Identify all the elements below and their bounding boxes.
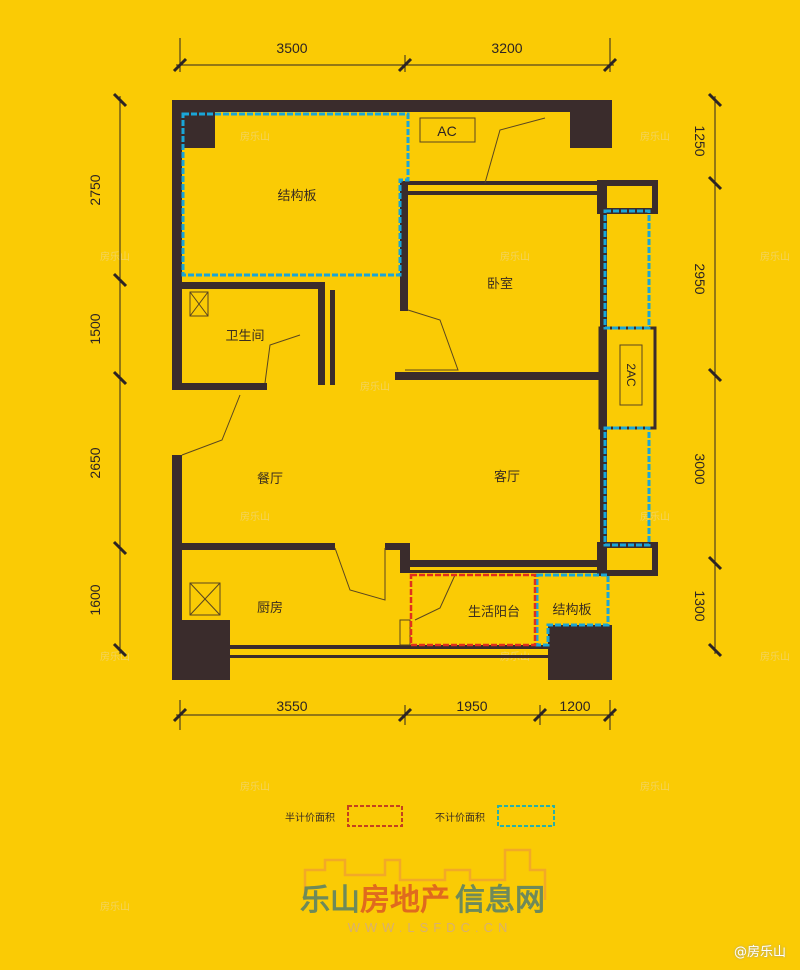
excluded-area-window-2: [603, 426, 651, 547]
walls: [172, 100, 658, 680]
watermarks: 房乐山 房乐山 房乐山 房乐山 房乐山 房乐山 房乐山 房乐山 房乐山 房乐山 …: [100, 130, 790, 913]
logo-name-2: 房地产: [360, 883, 450, 918]
ac-unit-right: [619, 344, 643, 406]
room-bedroom: 卧室: [487, 276, 513, 292]
legend-half-area-swatch: [347, 805, 403, 827]
dim-bottom-3: 1200: [559, 698, 590, 714]
dim-right-2: 2950: [692, 263, 708, 294]
logo: 乐山 房地产 信息网 WWW.LSFDC.CN: [300, 848, 547, 935]
half-area-balcony: [409, 573, 537, 647]
door-swings: [181, 117, 546, 646]
dimension-lines: [112, 38, 723, 730]
dim-left-4: 1600: [87, 584, 103, 615]
svg-text:房乐山: 房乐山: [240, 780, 270, 793]
dim-right-4: 1300: [692, 590, 708, 621]
ac-label-right: 2AC: [624, 363, 638, 387]
dim-left-1: 2750: [87, 174, 103, 205]
svg-text:房乐山: 房乐山: [360, 380, 390, 393]
svg-text:房乐山: 房乐山: [760, 250, 790, 263]
shaft-icons: [189, 291, 221, 616]
svg-text:房乐山: 房乐山: [240, 510, 270, 523]
room-balcony: 生活阳台: [468, 605, 520, 620]
dim-top-2: 3200: [491, 40, 522, 56]
svg-text:房乐山: 房乐山: [240, 130, 270, 143]
legend-half-area-label: 半计价面积: [285, 811, 335, 824]
legend: 半计价面积 不计价面积: [285, 805, 555, 827]
room-structural-board-top: 结构板: [277, 189, 316, 204]
dim-left-2: 1500: [87, 313, 103, 344]
ac-label-top: AC: [437, 123, 456, 139]
excluded-area-top: [181, 112, 410, 277]
legend-excluded-area-swatch: [497, 805, 555, 827]
excluded-area-window-1: [603, 209, 651, 330]
logo-name-3: 信息网: [455, 883, 545, 918]
dim-bottom-2: 1950: [456, 698, 487, 714]
svg-text:房乐山: 房乐山: [100, 250, 130, 263]
excluded-area-bottom: [535, 573, 610, 647]
credit-watermark: @房乐山: [733, 945, 786, 960]
dim-right-3: 3000: [692, 453, 708, 484]
room-bathroom: 卫生间: [225, 329, 264, 344]
dim-top-1: 3500: [276, 40, 307, 56]
svg-text:房乐山: 房乐山: [500, 250, 530, 263]
dim-left-3: 2650: [87, 447, 103, 478]
svg-text:房乐山: 房乐山: [760, 650, 790, 663]
ac-unit-top: [419, 117, 476, 143]
svg-text:房乐山: 房乐山: [640, 130, 670, 143]
room-kitchen: 厨房: [257, 600, 283, 616]
logo-name-1: 乐山: [300, 883, 360, 918]
svg-text:房乐山: 房乐山: [640, 780, 670, 793]
svg-text:房乐山: 房乐山: [640, 510, 670, 523]
dim-bottom-1: 3550: [276, 698, 307, 714]
room-dining: 餐厅: [257, 471, 283, 487]
room-living: 客厅: [494, 469, 520, 485]
legend-excluded-area-label: 不计价面积: [435, 811, 485, 824]
logo-url: WWW.LSFDC.CN: [348, 920, 513, 935]
svg-text:房乐山: 房乐山: [100, 900, 130, 913]
room-structural-board-bottom: 结构板: [552, 603, 591, 618]
dim-right-1: 1250: [692, 125, 708, 156]
